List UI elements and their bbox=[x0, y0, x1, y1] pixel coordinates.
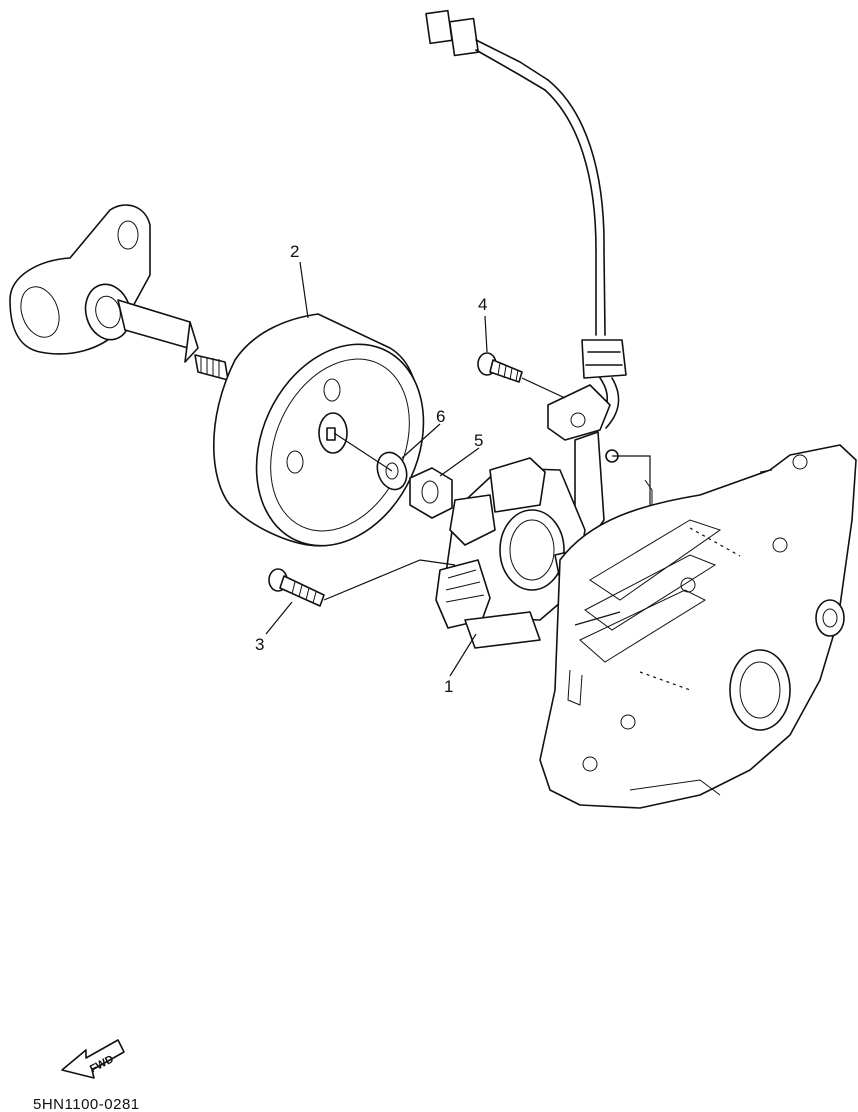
crankshaft bbox=[9, 204, 229, 381]
callout-4: 4 bbox=[478, 295, 487, 314]
callout-2: 2 bbox=[290, 242, 299, 261]
washer-hole bbox=[385, 462, 399, 480]
callout-5: 5 bbox=[474, 431, 483, 450]
callout-3: 3 bbox=[255, 635, 264, 654]
screw-4 bbox=[477, 352, 523, 383]
fwd-arrow-icon: FWD bbox=[61, 1039, 125, 1079]
diagram-code: 5HN1100-0281 bbox=[33, 1096, 140, 1112]
nut-hole bbox=[421, 480, 439, 504]
nut bbox=[409, 467, 453, 519]
screw-3 bbox=[268, 568, 325, 607]
callout-1: 1 bbox=[444, 677, 453, 696]
callout-6: 6 bbox=[436, 407, 445, 426]
wire-harness bbox=[425, 9, 627, 429]
crankcase-cover bbox=[539, 444, 857, 809]
leader-lines bbox=[265, 261, 488, 677]
pickup-coil bbox=[547, 384, 619, 541]
guide-lines bbox=[323, 377, 741, 691]
